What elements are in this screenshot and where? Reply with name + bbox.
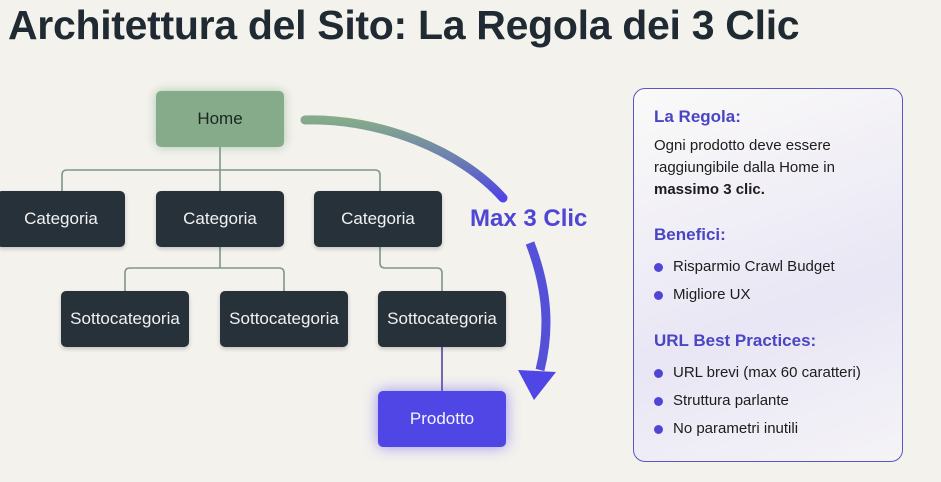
node-subcategory: Sottocategoria [378,291,506,347]
rule-heading: La Regola: [654,107,741,126]
list-item: Migliore UX [654,281,882,309]
rule-text: Ogni prodotto deve essere raggiungibile … [654,135,882,201]
rule-text-body: Ogni prodotto deve essere raggiungibile … [654,137,835,176]
benefits-heading: Benefici: [654,225,726,244]
max-clicks-label: Max 3 Clic [470,205,588,232]
bullet-icon [654,396,663,406]
list-item-label: Struttura parlante [673,392,789,409]
node-home: Home [156,91,284,147]
list-item-label: Risparmio Crawl Budget [673,258,835,275]
bullet-icon [654,424,663,434]
list-item-label: URL brevi (max 60 caratteri) [673,364,861,381]
node-category: Categoria [314,191,442,247]
arrow-top [300,115,508,203]
list-item-label: No parametri inutili [673,420,799,437]
arrow-bottom [525,241,551,372]
url-list: URL brevi (max 60 caratteri) Struttura p… [654,359,882,443]
node-subcategory: Sottocategoria [220,291,348,347]
rule-text-bold: massimo 3 clic. [654,181,765,198]
url-heading: URL Best Practices: [654,331,817,350]
list-item-label: Migliore UX [673,286,751,303]
bullet-icon [654,262,663,272]
list-item: URL brevi (max 60 caratteri) [654,359,882,387]
arrowhead-icon [518,370,556,400]
node-product: Prodotto [378,391,506,447]
bullet-icon [654,368,663,378]
list-item: Risparmio Crawl Budget [654,253,882,281]
bullet-icon [654,290,663,300]
list-item: Struttura parlante [654,387,882,415]
node-subcategory: Sottocategoria [61,291,189,347]
list-item: No parametri inutili [654,415,882,443]
node-category: Categoria [156,191,284,247]
page-title: Architettura del Sito: La Regola dei 3 C… [8,2,800,48]
node-category: Categoria [0,191,125,247]
benefits-list: Risparmio Crawl Budget Migliore UX [654,253,882,309]
info-panel: La Regola: Ogni prodotto deve essere rag… [633,88,903,462]
